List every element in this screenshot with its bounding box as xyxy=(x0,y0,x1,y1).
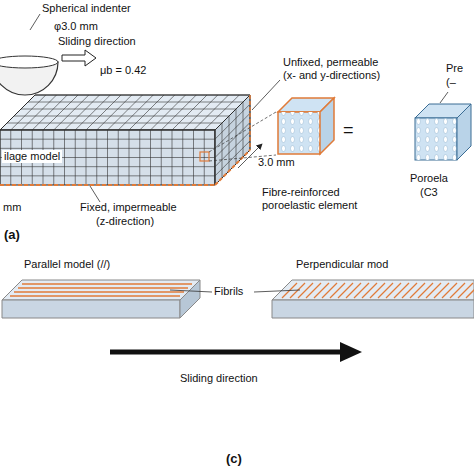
annotation-label: ilage model xyxy=(2,150,62,163)
leader-line xyxy=(254,290,300,292)
annotation-label: Unfixed, permeable xyxy=(283,56,378,69)
parallel-slab xyxy=(2,280,200,318)
annotation-label: Fibre-reinforced xyxy=(262,186,340,199)
annotation-label: (C3 xyxy=(420,186,438,199)
annotation-label: mm xyxy=(3,201,21,214)
sliding-arrow xyxy=(340,342,362,362)
panel-label: (a) xyxy=(4,228,20,243)
perpendicular-slab xyxy=(272,280,474,318)
annotation-label: Fibrils xyxy=(214,285,243,298)
cartilage-block xyxy=(0,95,250,185)
annotation-label: (z-direction) xyxy=(96,215,154,228)
annotation-label: Sliding direction xyxy=(180,372,258,385)
annotation-label: μb = 0.42 xyxy=(100,64,146,77)
spherical-indenter xyxy=(0,14,58,95)
annotation-label: Sliding direction xyxy=(58,35,136,48)
annotation-label: Perpendicular mod xyxy=(296,258,388,271)
element-cube xyxy=(200,98,334,161)
annotation-label: 3.0 mm xyxy=(258,156,295,169)
poroelastic-cube xyxy=(415,92,471,160)
annotation-label: (x- and y-directions) xyxy=(283,69,380,82)
annotation-label: Parallel model (//) xyxy=(24,258,110,271)
leader-line xyxy=(170,290,212,292)
leader-line xyxy=(90,186,100,202)
annotation-label: Spherical indenter xyxy=(42,2,131,15)
annotation-label: = xyxy=(343,120,354,141)
panel-label: (c) xyxy=(226,452,242,467)
annotation-label: poroelastic element xyxy=(262,199,357,212)
annotation-label: Fixed, impermeable xyxy=(80,201,177,214)
annotation-label: (– xyxy=(446,76,456,89)
annotation-label: φ3.0 mm xyxy=(54,20,98,33)
annotation-label: Pre xyxy=(446,62,463,75)
sliding-arrow xyxy=(62,50,96,66)
leader-line xyxy=(252,80,280,110)
annotation-label: Poroela xyxy=(410,172,448,185)
